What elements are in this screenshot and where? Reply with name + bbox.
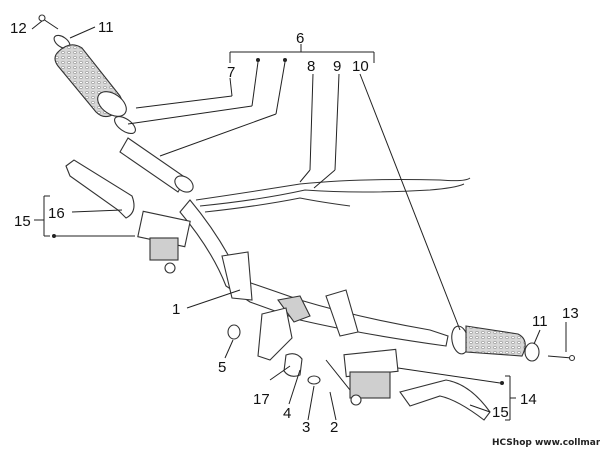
callout-11-left: 11 [98,19,114,36]
callout-11-right: 11 [532,313,548,330]
callout-10: 10 [352,58,369,75]
left-grip [38,14,136,135]
callout-8: 8 [307,58,315,75]
callout-labels: 12 11 6 7 8 9 10 16 15 1 5 17 4 3 2 11 1… [10,19,600,448]
callout-15: 15 [14,213,31,230]
credit-text: HCShop www.collmann.eu [492,438,600,448]
callout-1: 1 [172,301,180,318]
callout-17: 17 [253,391,270,408]
callout-4: 4 [283,405,291,422]
callout-5: 5 [218,359,226,376]
leader-lines [31,20,567,421]
callout-7: 7 [227,64,235,81]
callout-3: 3 [302,419,310,436]
right-brake-lever [399,379,491,421]
cables [195,177,471,213]
callout-13: 14 [520,391,537,408]
callout-12-left: 12 [10,20,27,37]
callout-12-right: 13 [562,305,579,322]
right-master-cylinder [343,348,399,406]
callout-16: 16 [48,205,65,222]
left-master-cylinder [137,210,191,274]
callout-9: 9 [333,58,341,75]
right-grip [451,325,576,362]
callout-2: 2 [330,419,338,436]
throttle-tube [119,137,194,193]
left-brake-lever [65,159,135,219]
callout-6: 6 [296,30,304,47]
handlebar-tube [179,199,449,347]
callout-14: 15 [492,404,509,421]
